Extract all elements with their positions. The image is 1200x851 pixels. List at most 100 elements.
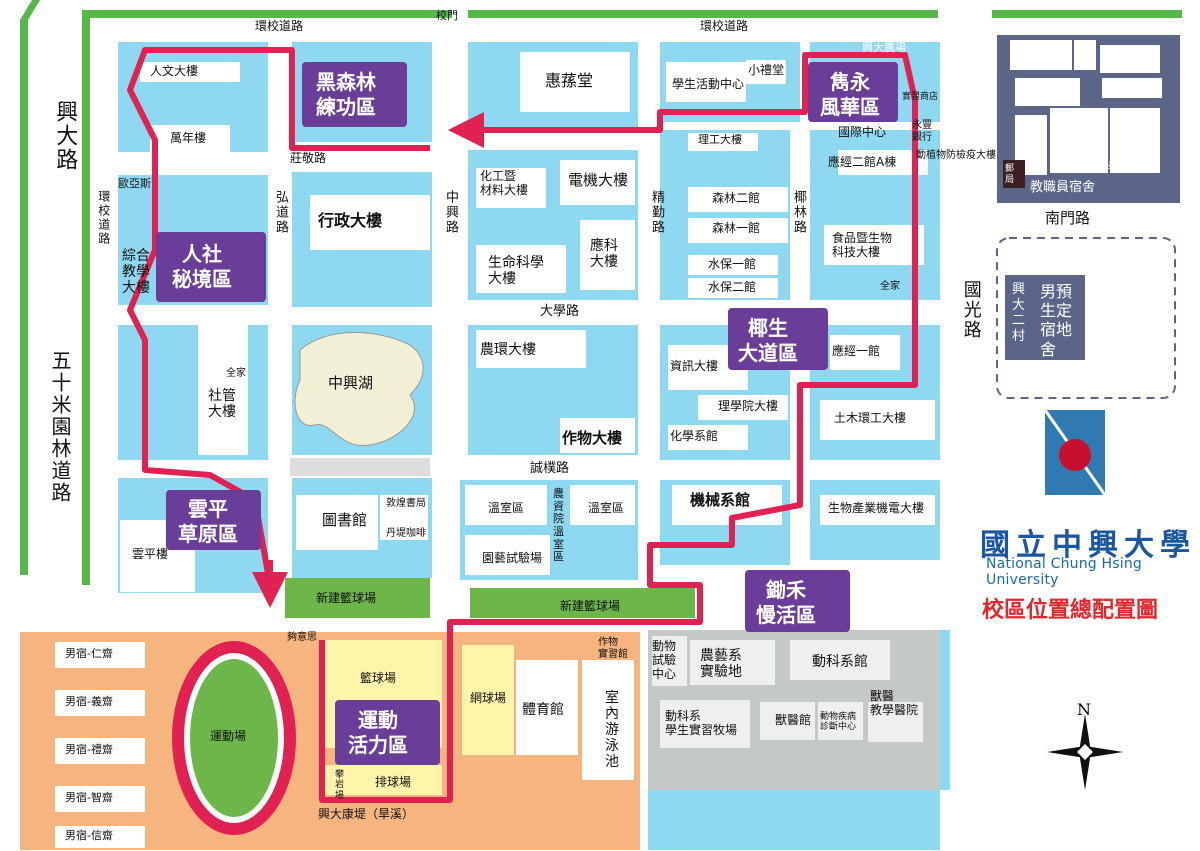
building-label: 惠蓀堂	[545, 71, 594, 90]
dorm-label: B棟	[1070, 160, 1089, 173]
building-label: 全家	[880, 281, 900, 292]
building-label: 農環大樓	[480, 342, 536, 358]
building-label: 男宿-義齋	[65, 695, 113, 708]
building-label: 食品暨生物 科技大樓	[832, 231, 893, 259]
building-label: 農 資 院 溫 室 區	[553, 487, 564, 564]
dorm-label: 華軒	[1122, 82, 1149, 97]
road-label: 誠樸路	[530, 461, 570, 476]
building-label: 小禮堂	[748, 63, 785, 77]
map-subtitle: 校區位置總配置圖	[982, 598, 1159, 623]
dorm-area	[992, 10, 1182, 203]
building-label: 雲平樓	[132, 547, 169, 561]
building-label: 排球場	[375, 775, 412, 789]
building-label: 中興湖	[328, 374, 374, 392]
building-label: 理工大樓	[698, 133, 742, 146]
building-label: 應經一館	[832, 344, 881, 358]
building-label: 動植物防檢疫大樓	[916, 150, 996, 161]
building-label: 作物大樓	[562, 429, 623, 447]
road-label: 中興路	[442, 190, 458, 235]
building-label: 獸醫館	[775, 713, 812, 727]
building-label: 籃球場	[360, 671, 397, 685]
road-label: 環校道路	[255, 19, 304, 33]
zone-label: 椰生 大道區	[738, 316, 798, 365]
building-label: 園藝試驗場	[482, 551, 543, 565]
building-label: 生命科學 大樓	[488, 255, 544, 288]
zhongxing-lake	[294, 332, 424, 446]
building-label: 農藝系 實驗地	[700, 648, 742, 681]
building-label: 新建籃球場	[560, 599, 621, 613]
university-title-zh: 國立中興大學	[980, 528, 1196, 563]
building-label: 攀 岩 場	[335, 770, 345, 801]
building-label: 學生活動中心	[672, 77, 745, 91]
building-label: 作物 實習館	[598, 637, 628, 660]
university-title-en: National Chung Hsing University	[986, 556, 1142, 588]
dorm-label: 怡軒	[1128, 120, 1155, 135]
building-label: 敦煌書局	[386, 498, 426, 509]
building-label: 歐亞斯	[118, 177, 151, 190]
building-label: 體育館	[522, 702, 564, 718]
zone-label: 雲平 草原區	[178, 497, 238, 546]
zone-label: 人社 秘境區	[172, 242, 232, 291]
road-label: 弘道路	[272, 190, 288, 235]
building-label: 水保二館	[708, 280, 757, 294]
future-dorm-boundary	[996, 237, 1176, 399]
building-label: 溫室區	[588, 501, 625, 515]
building-label: 應科 大樓	[590, 238, 618, 271]
building-label: 男宿-信齋	[65, 829, 113, 842]
building-label: 獸醫 教學醫院	[870, 689, 919, 717]
zone-label: 鋤禾 慢活區	[756, 578, 816, 627]
building-label: 新建籃球場	[316, 591, 377, 605]
dorm-label: 女生宿舍 預定地	[1016, 42, 1056, 65]
building-label: 動科系 學生實習牧場	[665, 709, 738, 737]
building-label: 綜合 教學 大樓	[122, 248, 150, 297]
road-label: 五十米園林道路	[48, 350, 72, 504]
road-label: 興大康堤（旱溪）	[318, 807, 415, 821]
building-label: 機械系館	[690, 491, 751, 509]
building-label: 永豐 銀行	[912, 120, 932, 143]
tour-route	[127, 47, 430, 586]
zone-label: 黑森林 練功區	[316, 70, 376, 119]
building-label: 化學系館	[670, 429, 719, 443]
building-label: 動物 試驗 中心	[652, 639, 677, 681]
lake-fence	[290, 458, 430, 476]
building-label: 實習商店	[902, 92, 939, 102]
road-label: 大學路	[540, 304, 580, 319]
dorm-label: 學人宿舍	[1108, 160, 1152, 173]
building-label: 國際中心	[838, 125, 887, 139]
nchu-logo	[1043, 409, 1107, 496]
compass-rose	[1047, 714, 1123, 790]
building-label: 水保一館	[708, 257, 757, 271]
road-label: 環校道路	[96, 190, 111, 246]
building-label: 萬年樓	[170, 131, 207, 145]
dorm-label: 服務 中心	[1076, 42, 1095, 63]
building-label: 全家	[226, 368, 246, 379]
building-label: 社管 大樓	[208, 388, 236, 421]
dorm-label: A棟	[1022, 140, 1041, 153]
road-label: 興大路	[52, 100, 78, 172]
building-label: 動科系館	[812, 654, 868, 670]
building-label: 丹堤咖啡	[386, 528, 426, 539]
building-label: 網球場	[470, 691, 507, 705]
ring-roads	[20, 0, 938, 585]
building-label: 圖書館	[322, 511, 368, 529]
dorm-label: 興 大 二 村	[1012, 282, 1026, 344]
road-label: 莊敬路	[290, 151, 327, 165]
building-label: 運動場	[210, 729, 247, 743]
compass-north-label: N	[1077, 700, 1091, 719]
dorm-label: 楔軒	[1120, 52, 1147, 67]
road-label: 精勤路	[648, 190, 664, 235]
dorm-label: 郵 局	[1005, 164, 1015, 185]
zone-label: 運動 活力區	[348, 708, 408, 757]
building-label: 理學院大樓	[718, 399, 779, 413]
building-label: 人文大樓	[150, 64, 199, 78]
building-label: 男宿-禮齋	[65, 743, 113, 756]
building-label: 應經二館A棟	[828, 155, 897, 169]
building-label: 森林二館	[712, 191, 761, 205]
building-label: 森林一館	[712, 221, 761, 235]
building-label: 動物疾病 診斷中心	[820, 712, 857, 733]
gate-label: 校門	[436, 9, 458, 22]
road-label: 環校道路	[700, 19, 749, 33]
zone-label: 雋永 風華區	[820, 70, 880, 119]
